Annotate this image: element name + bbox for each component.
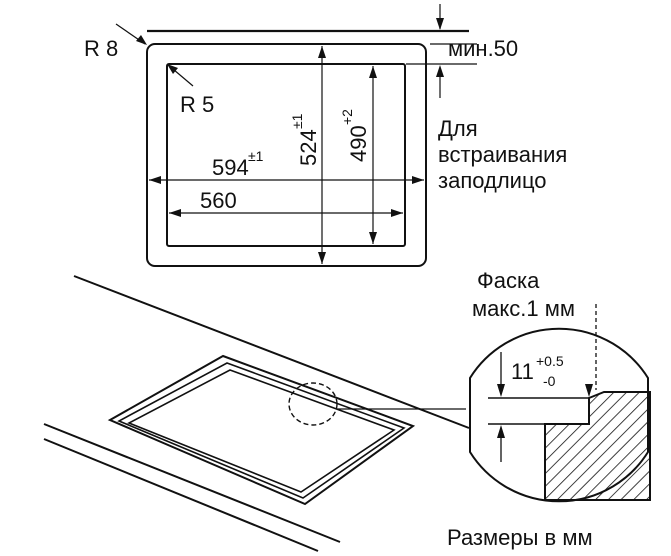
detail-section: [469, 304, 651, 503]
countertop-section-hatch: [544, 391, 651, 501]
outer-radius-label: R 8: [84, 36, 118, 61]
width-outer-arrow-right: [412, 176, 424, 184]
outer-cutout-outline: [146, 43, 427, 267]
chamfer-arrow: [585, 384, 593, 397]
flush-note-line-2: встраивания: [438, 142, 567, 167]
countertop-back-edge: [73, 275, 470, 429]
outer-radius-arrowhead: [136, 35, 147, 45]
cutout-outer-rim: [107, 354, 416, 506]
depth-dim-arrow-top: [497, 384, 505, 397]
chamfer-note-line-1: Фаска: [477, 268, 540, 293]
depth-outer-tolerance: ±1: [289, 113, 305, 129]
countertop-front-edge-lower: [43, 438, 319, 552]
flush-note-line-1: Для: [438, 116, 478, 141]
depth-outer-value: 524: [296, 129, 321, 166]
width-inner-value: 560: [200, 188, 237, 213]
countertop-front-edge-upper: [43, 423, 341, 543]
inner-cutout-outline: [166, 63, 406, 247]
depth-inner-value: 490: [346, 125, 371, 162]
depth-inner-tolerance: +2: [339, 109, 355, 125]
inner-radius-arrowhead: [167, 64, 178, 74]
depth-dim-arrow-bottom: [497, 425, 505, 438]
perspective-view: [43, 275, 470, 552]
detail-callout-circle: [288, 382, 338, 426]
min-distance-arrow-top: [436, 18, 444, 30]
depth-outer-arrow-top: [318, 46, 326, 58]
depth-inner-arrow-bottom: [369, 232, 377, 244]
cutout-rim-step: [117, 362, 406, 499]
width-outer-value: 594: [212, 155, 249, 180]
width-inner-arrow-left: [169, 209, 181, 217]
top-view: [115, 4, 477, 267]
depth-value: 11: [511, 359, 534, 384]
units-note: Размеры в мм: [447, 525, 593, 550]
chamfer-note-line-2: макс.1 мм: [472, 296, 575, 321]
min-distance-arrow-bottom: [436, 65, 444, 77]
depth-outer-arrow-bottom: [318, 252, 326, 264]
depth-tolerance-upper: +0.5: [536, 353, 564, 369]
width-outer-arrow-left: [149, 176, 161, 184]
depth-inner-arrow-top: [369, 66, 377, 78]
width-outer-tolerance: ±1: [248, 148, 264, 164]
cutout-inner-opening: [127, 369, 396, 493]
min-distance-label: мин.50: [448, 36, 518, 61]
width-inner-arrow-right: [391, 209, 403, 217]
inner-radius-label: R 5: [180, 92, 214, 117]
depth-tolerance-lower: -0: [543, 373, 556, 389]
flush-note-line-3: заподлицо: [438, 168, 547, 193]
